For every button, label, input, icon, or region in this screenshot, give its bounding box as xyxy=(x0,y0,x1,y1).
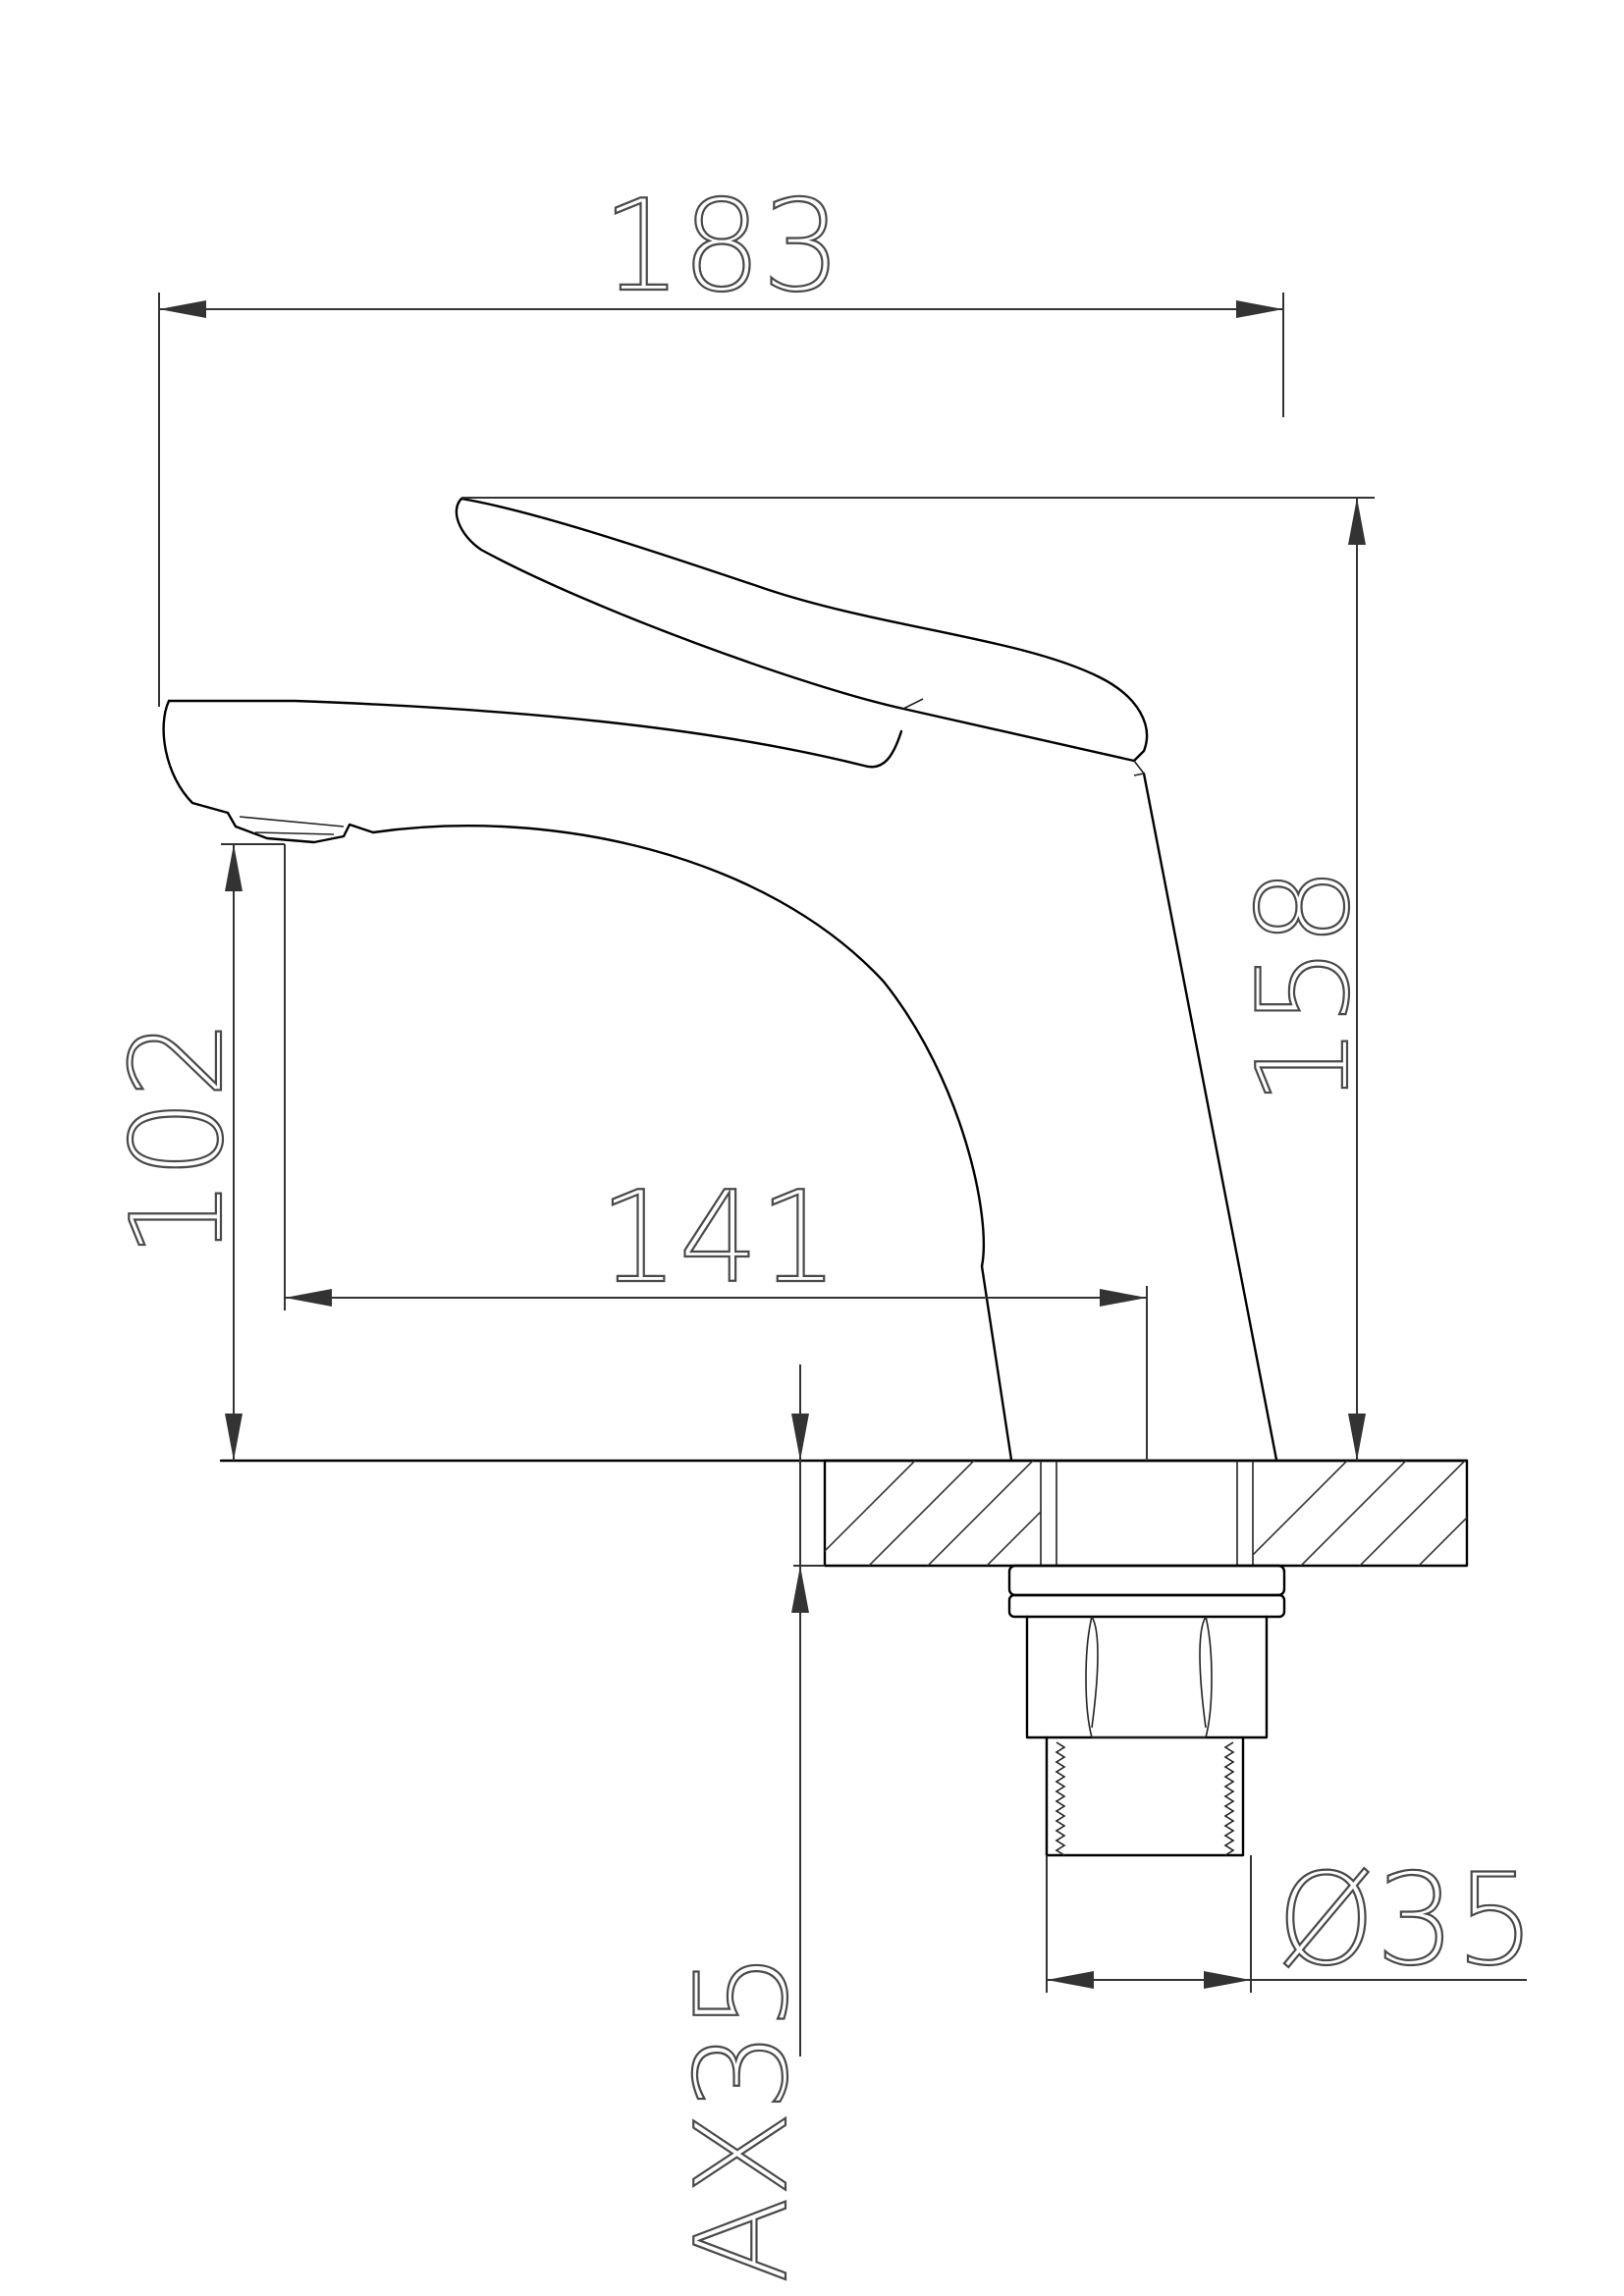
dim-label-max35: MAX35 xyxy=(670,1951,816,2296)
dim-label-diameter-35: Ø35 xyxy=(1276,1847,1536,1994)
dim-label-183: 183 xyxy=(602,174,841,320)
dim-label-158: 158 xyxy=(1231,867,1378,1106)
dimension-labels: 183 158 102 141 MAX35 Ø35 xyxy=(104,173,1537,2296)
deck-plate xyxy=(823,1459,1469,1568)
dim-label-141: 141 xyxy=(599,1165,839,1311)
dim-label-102: 102 xyxy=(105,1019,251,1258)
dimension-lines xyxy=(158,293,1527,2056)
mounting-nut xyxy=(1007,1564,1286,1857)
